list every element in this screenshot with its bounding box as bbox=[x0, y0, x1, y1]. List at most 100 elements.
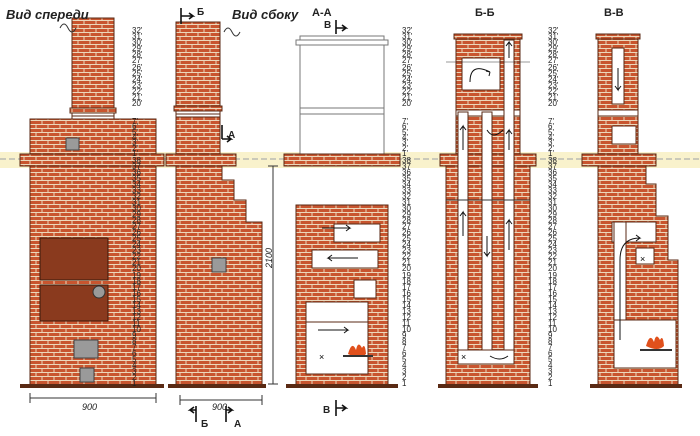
row-number: 6 bbox=[548, 348, 553, 358]
row-number: 21' bbox=[548, 92, 559, 102]
row-number: 14 bbox=[132, 300, 141, 310]
row-number: 7' bbox=[402, 117, 408, 126]
marker-v-top: В bbox=[324, 20, 332, 31]
row-number: 27' bbox=[402, 56, 413, 66]
row-number: 20' bbox=[402, 99, 413, 108]
row-number: 24' bbox=[402, 74, 413, 84]
row-number: 16 bbox=[132, 288, 141, 298]
row-number: 21' bbox=[132, 92, 143, 102]
cleanout-door-upper bbox=[65, 137, 80, 151]
row-number: 28' bbox=[548, 50, 559, 60]
row-number: 5 bbox=[132, 354, 137, 364]
row-number: 2 bbox=[402, 372, 407, 382]
row-number: 31 bbox=[402, 198, 411, 208]
row-number: 17 bbox=[548, 282, 557, 292]
marker-a-bottom: А bbox=[234, 419, 242, 430]
row-number: 22 bbox=[402, 252, 411, 262]
row-number: 29' bbox=[402, 44, 413, 54]
row-number: 26' bbox=[548, 62, 559, 72]
dimension-front-width: 900 bbox=[82, 402, 98, 412]
row-number: 14 bbox=[402, 300, 411, 310]
row-number: 4 bbox=[402, 360, 407, 370]
row-number: 9 bbox=[132, 330, 137, 340]
row-number: 4 bbox=[132, 360, 137, 370]
row-number: 26 bbox=[402, 228, 411, 238]
row-number: 19 bbox=[402, 270, 411, 280]
row-number: 6 bbox=[402, 348, 407, 358]
row-number: 2' bbox=[402, 143, 408, 153]
row-number: 33 bbox=[402, 186, 411, 196]
side-view-title: Вид сбоку bbox=[232, 7, 299, 22]
row-number: 2' bbox=[548, 143, 554, 153]
row-number: 26' bbox=[132, 62, 143, 72]
row-number: 37 bbox=[402, 162, 411, 172]
row-number: 32 bbox=[402, 192, 411, 202]
row-number: 18 bbox=[548, 276, 557, 286]
row-number: 20' bbox=[132, 99, 143, 108]
row-number: 17 bbox=[402, 282, 411, 292]
row-number: 20 bbox=[402, 264, 411, 274]
row-number: 15 bbox=[132, 294, 141, 304]
ash-door bbox=[73, 339, 99, 359]
row-number: 1 bbox=[548, 379, 553, 388]
row-number: 2 bbox=[548, 372, 553, 382]
row-number: 6 bbox=[132, 348, 137, 358]
section-vv: × bbox=[581, 33, 682, 388]
row-number: 31' bbox=[402, 32, 413, 42]
row-number: 15 bbox=[402, 294, 411, 304]
row-number: 22' bbox=[132, 86, 143, 96]
row-number: 23' bbox=[548, 80, 559, 90]
row-number: 33 bbox=[548, 186, 557, 196]
row-number: 11 bbox=[132, 318, 141, 328]
section-bb: × bbox=[438, 33, 538, 388]
row-number: 38 bbox=[132, 156, 141, 165]
row-number: 30' bbox=[548, 38, 559, 48]
row-number: 20' bbox=[548, 99, 559, 108]
row-number: 18 bbox=[402, 276, 411, 286]
row-number: 11 bbox=[402, 318, 411, 328]
row-number: 23' bbox=[402, 80, 413, 90]
row-number: 36 bbox=[402, 168, 411, 178]
row-number: 3 bbox=[132, 366, 137, 376]
row-number: 24' bbox=[548, 74, 559, 84]
row-number: 2 bbox=[132, 372, 137, 382]
row-number: 24 bbox=[548, 240, 557, 250]
row-number: 1' bbox=[548, 149, 554, 158]
row-number: 35 bbox=[548, 174, 557, 184]
row-number: 9 bbox=[548, 330, 553, 340]
row-number: 31 bbox=[132, 198, 141, 208]
row-number: 3' bbox=[548, 138, 554, 148]
row-number: 18 bbox=[132, 276, 141, 286]
row-number: 29' bbox=[548, 44, 559, 54]
row-number: 5' bbox=[402, 127, 408, 137]
row-number: 28' bbox=[132, 50, 143, 60]
row-number: 37 bbox=[548, 162, 557, 172]
row-number: 6' bbox=[548, 122, 554, 132]
row-number: 36 bbox=[548, 168, 557, 178]
row-number: 28 bbox=[402, 216, 411, 226]
row-number: 14 bbox=[548, 300, 557, 310]
row-number: 28 bbox=[548, 216, 557, 226]
row-number: 37 bbox=[132, 162, 141, 172]
row-number: 30 bbox=[548, 204, 557, 214]
row-number: 26 bbox=[548, 228, 557, 238]
row-number: 25' bbox=[548, 68, 559, 78]
row-number: 34 bbox=[132, 180, 141, 190]
row-number: 10 bbox=[402, 324, 411, 334]
row-number: 20 bbox=[548, 264, 557, 274]
row-number: 29 bbox=[402, 210, 411, 220]
row-number: 13 bbox=[132, 306, 141, 316]
row-number: 3' bbox=[132, 138, 138, 148]
row-number: 8 bbox=[402, 336, 407, 346]
valve-knob bbox=[92, 285, 106, 299]
row-number: 10 bbox=[548, 324, 557, 334]
row-number: 24 bbox=[402, 240, 411, 250]
row-number: 3 bbox=[548, 366, 553, 376]
row-number: 32' bbox=[132, 26, 143, 35]
row-number: 1' bbox=[402, 149, 408, 158]
row-number: 3' bbox=[402, 138, 408, 148]
row-number: 12 bbox=[402, 312, 411, 322]
row-number: 19 bbox=[548, 270, 557, 280]
row-number: 20 bbox=[132, 264, 141, 274]
